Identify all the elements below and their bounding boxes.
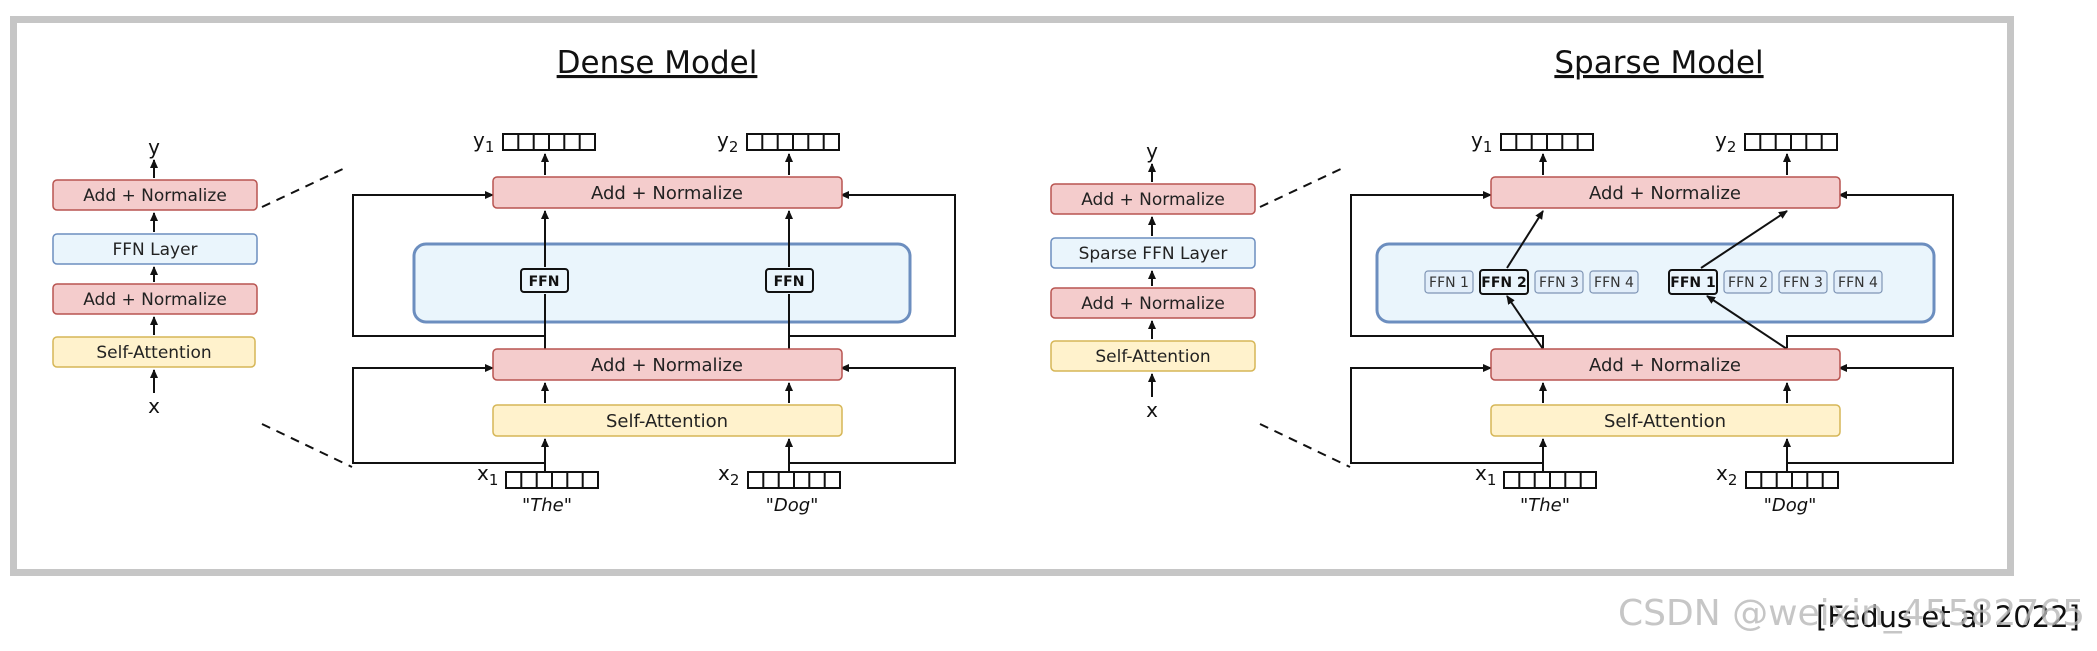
svg-text:FFN 1: FFN 1 <box>1670 275 1715 291</box>
dense-detail: y1 y2 Add + Normalize FFN FFN <box>352 128 956 516</box>
citation: [Fedus et al 2022] <box>1816 600 2080 634</box>
svg-text:Add + Normalize: Add + Normalize <box>591 355 743 376</box>
svg-text:Add + Normalize: Add + Normalize <box>1081 190 1225 210</box>
dense-input-word-2: "Dog" <box>766 495 819 516</box>
sparse-mini-input: x <box>1146 398 1158 422</box>
svg-text:FFN Layer: FFN Layer <box>112 240 197 260</box>
dense-add-norm-bottom <box>492 348 843 381</box>
dense-ffn-container <box>412 242 912 324</box>
sparse-output-vector-2 <box>1744 133 1838 151</box>
svg-text:Self-Attention: Self-Attention <box>1095 347 1210 367</box>
sparse-output-vector-1 <box>1500 133 1594 151</box>
svg-text:Self-Attention: Self-Attention <box>96 343 211 363</box>
sparse-add-norm-bottom <box>1490 348 1841 381</box>
svg-text:Self-Attention: Self-Attention <box>1604 411 1726 432</box>
dense-input-x1: x1 <box>477 461 498 489</box>
svg-text:Add + Normalize: Add + Normalize <box>1589 183 1741 204</box>
svg-text:Add + Normalize: Add + Normalize <box>83 290 227 310</box>
dense-input-word-1: "The" <box>522 495 572 516</box>
svg-text:FFN 2: FFN 2 <box>1481 275 1526 291</box>
watermark: CSDN @weixin_45582765 <box>1618 593 2086 634</box>
svg-text:FFN 2: FFN 2 <box>1728 275 1768 291</box>
sparse-left-expert-ffn-2 <box>1479 269 1529 295</box>
dense-add-norm-top <box>492 176 843 209</box>
dense-output-y1: y1 <box>473 128 494 156</box>
dense-mini-input: x <box>148 394 160 418</box>
sparse-expert-container <box>1375 242 1936 324</box>
svg-text:FFN 3: FFN 3 <box>1783 275 1823 291</box>
sparse-mini-ffn-layer <box>1050 237 1256 269</box>
sparse-right-expert-ffn-1 <box>1668 269 1718 295</box>
dense-self-attention <box>492 404 843 437</box>
svg-text:Add + Normalize: Add + Normalize <box>1081 294 1225 314</box>
sparse-route-in-right <box>1706 295 1788 350</box>
dense-mini-output: y <box>148 135 160 159</box>
svg-text:FFN 1: FFN 1 <box>1429 275 1469 291</box>
dense-output-vector-2 <box>746 133 840 151</box>
sparse-right-expert-ffn-2 <box>1723 270 1773 294</box>
sparse-right-expert-ffn-3 <box>1778 270 1828 294</box>
sparse-mini-self-attention <box>1050 340 1256 372</box>
svg-text:Add + Normalize: Add + Normalize <box>83 186 227 206</box>
sparse-title: Sparse Model <box>1554 45 1763 81</box>
sparse-zoom-line-top <box>1259 166 1346 208</box>
sparse-input-word-1: "The" <box>1520 495 1570 516</box>
svg-text:Self-Attention: Self-Attention <box>606 411 728 432</box>
svg-text:Add + Normalize: Add + Normalize <box>1589 355 1741 376</box>
dense-output-vector-1 <box>502 133 596 151</box>
figure-frame: Dense Model y Add + Normalize FFN Layer … <box>10 16 2014 576</box>
sparse-input-x1: x1 <box>1475 461 1496 489</box>
sparse-input-word-2: "Dog" <box>1764 495 1817 516</box>
sparse-input-vector-1 <box>1503 471 1597 489</box>
dense-title: Dense Model <box>557 45 758 81</box>
sparse-mini-output: y <box>1146 139 1158 163</box>
sparse-mini-add-norm-bottom <box>1050 287 1256 319</box>
sparse-mini-add-norm-top <box>1050 183 1256 215</box>
svg-text:FFN: FFN <box>529 274 560 290</box>
dense-zoom-line-bottom <box>261 423 353 468</box>
dense-mini-stack: y Add + Normalize FFN Layer Add + Normal… <box>52 135 258 418</box>
sparse-self-attention <box>1490 404 1841 437</box>
dense-ffn-2 <box>765 268 814 293</box>
dense-mini-self-attention <box>52 336 256 368</box>
dense-output-y2: y2 <box>717 128 738 156</box>
svg-text:FFN 4: FFN 4 <box>1838 275 1878 291</box>
dense-model: Dense Model y Add + Normalize FFN Layer … <box>52 45 956 516</box>
sparse-left-expert-ffn-1 <box>1424 270 1474 294</box>
sparse-right-expert-ffn-4 <box>1833 270 1883 294</box>
sparse-input-vector-2 <box>1745 471 1839 489</box>
dense-mini-ffn-layer <box>52 233 258 265</box>
sparse-left-expert-ffn-3 <box>1534 270 1584 294</box>
sparse-route-in-left <box>1506 295 1544 350</box>
sparse-route-out-left <box>1506 210 1544 269</box>
dense-ffn-1 <box>520 268 569 293</box>
dense-mini-add-norm-bottom <box>52 283 258 315</box>
dense-mini-add-norm-top <box>52 179 258 211</box>
sparse-add-norm-top <box>1490 176 1841 209</box>
dense-input-vector-2 <box>747 471 841 489</box>
sparse-detail: y1 y2 Add + Normalize FFN 1 <box>1350 128 1954 516</box>
sparse-left-expert-ffn-4 <box>1589 270 1639 294</box>
svg-text:FFN 4: FFN 4 <box>1594 275 1634 291</box>
dense-input-vector-1 <box>505 471 599 489</box>
svg-text:Add + Normalize: Add + Normalize <box>591 183 743 204</box>
model-diagram: Dense Model y Add + Normalize FFN Layer … <box>52 45 1954 516</box>
sparse-output-y2: y2 <box>1715 128 1736 156</box>
sparse-model: Sparse Model y Add + Normalize Sparse FF… <box>1050 45 1954 516</box>
svg-text:FFN 3: FFN 3 <box>1539 275 1579 291</box>
dense-input-x2: x2 <box>718 461 739 489</box>
sparse-zoom-line-bottom <box>1259 423 1351 468</box>
svg-text:FFN: FFN <box>774 274 805 290</box>
sparse-input-x2: x2 <box>1716 461 1737 489</box>
sparse-output-y1: y1 <box>1471 128 1492 156</box>
svg-text:Sparse FFN Layer: Sparse FFN Layer <box>1079 244 1228 264</box>
sparse-mini-stack: y Add + Normalize Sparse FFN Layer Add +… <box>1050 139 1256 422</box>
dense-zoom-line-top <box>261 166 348 208</box>
sparse-route-out-right <box>1700 210 1788 269</box>
